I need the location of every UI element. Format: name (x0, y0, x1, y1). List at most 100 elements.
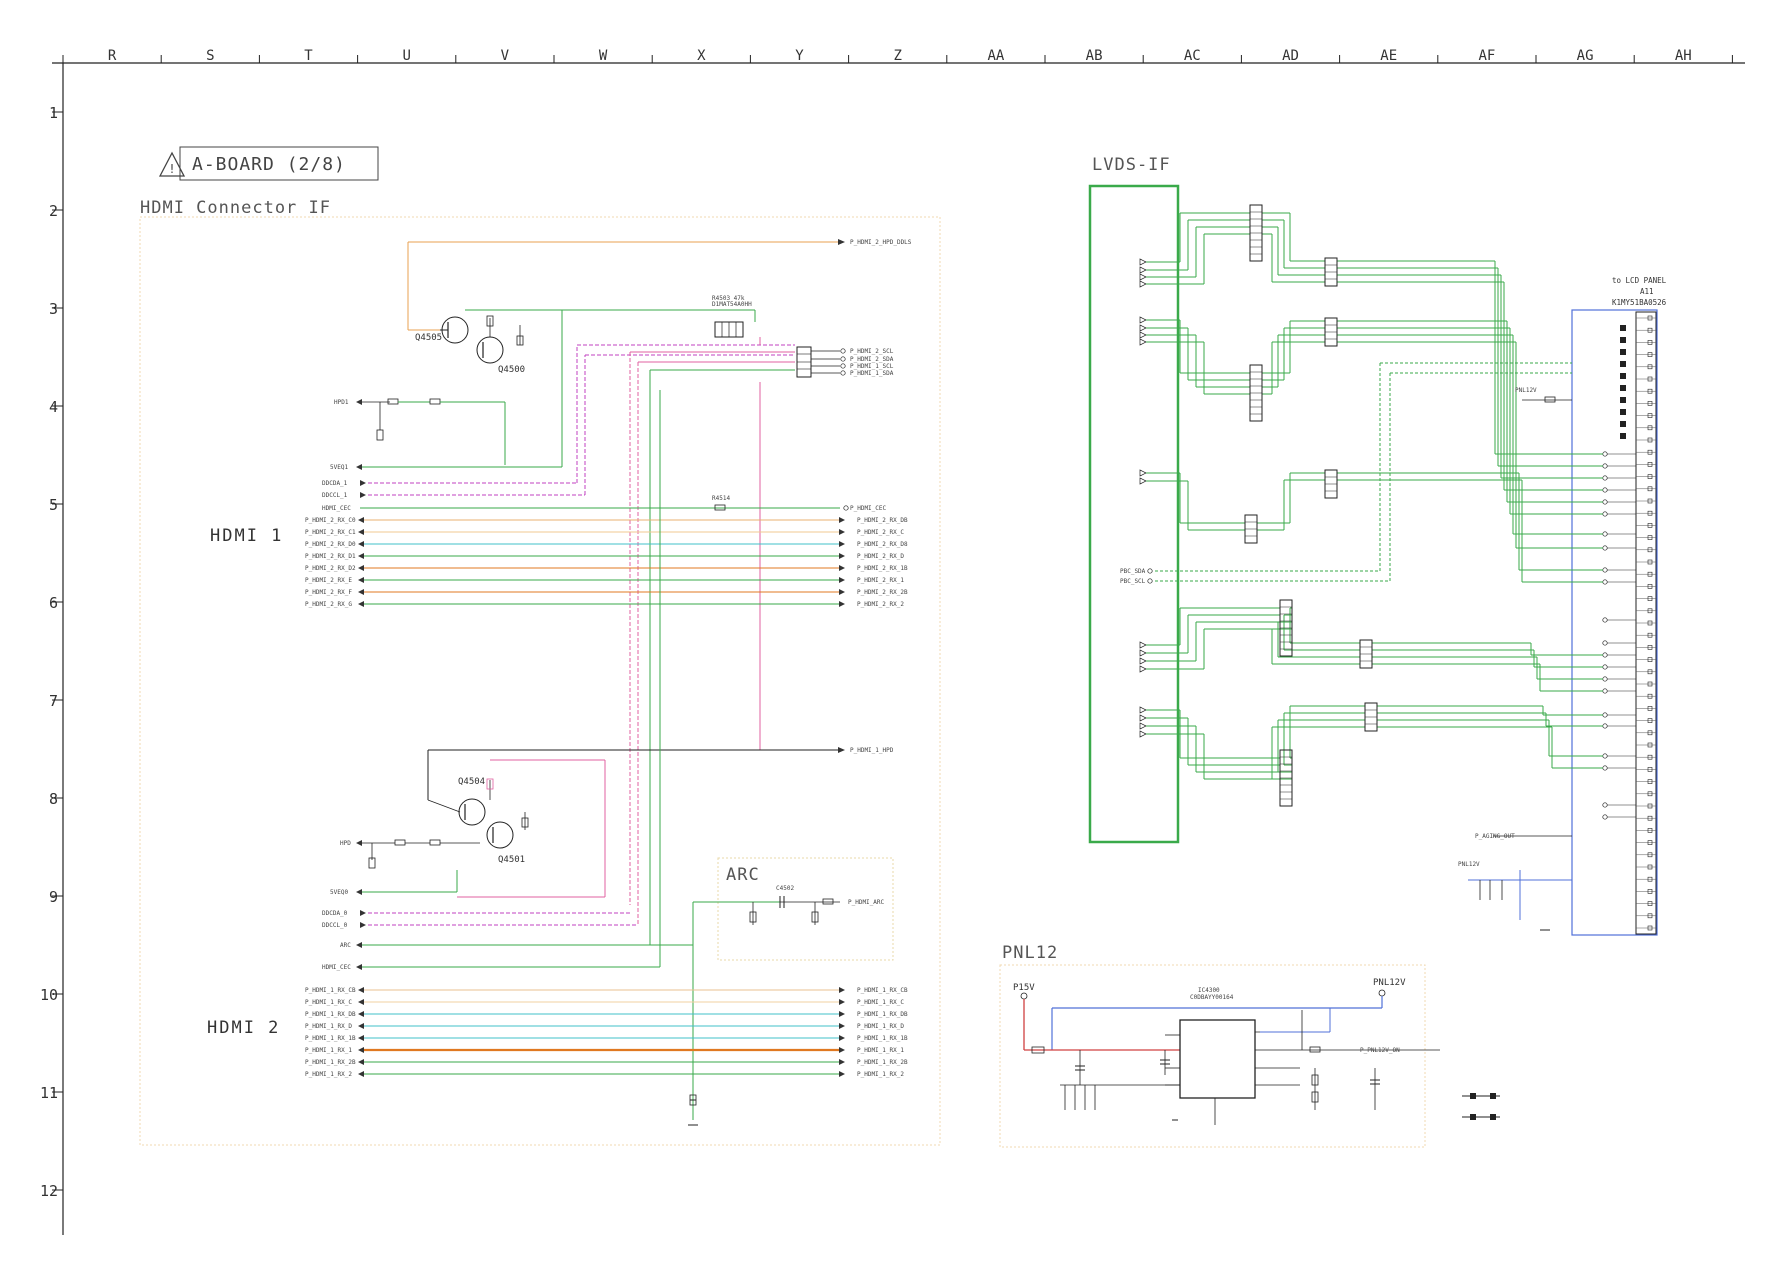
lcd-pin-marker (1620, 385, 1626, 391)
signal-arrow (358, 589, 364, 595)
signal-arrow (839, 999, 845, 1005)
signal-arrow (839, 565, 845, 571)
lcd-pin-pad (1647, 657, 1653, 662)
ic4300-label: IC4300 (1198, 987, 1220, 994)
ruler-column-label: AC (1184, 48, 1201, 64)
ruler-column-label: U (402, 48, 410, 64)
lcd-pin-pad (1647, 645, 1653, 650)
hdmi-signal-right: P_HDMI_2_RX_2 (857, 601, 904, 608)
lcd-pin-pad (1647, 437, 1653, 443)
test-point (1602, 723, 1608, 729)
test-point (1602, 511, 1608, 517)
hdmi-signal-right: P_HDMI_2_RX_DB (857, 517, 908, 524)
lcd-panel-connector (1571, 309, 1658, 936)
signal-arrow (358, 529, 364, 535)
test-point (1602, 712, 1608, 718)
lcd-pin-pad (1647, 364, 1653, 370)
test-point (1602, 475, 1608, 481)
lvds-section: LVDS-IF to LCD PANEL A11 K1MY51BA0526 PB… (1088, 155, 1667, 936)
q4505-label: Q4505 (415, 333, 442, 343)
ruler-column-label: AE (1380, 48, 1397, 64)
lcd-pin-pad (1647, 462, 1653, 467)
hdmi-signal-left: P_HDMI_2_RX_F (305, 589, 352, 596)
svg-text:5VEQ1: 5VEQ1 (330, 464, 348, 471)
lcd-pin-pad (1647, 571, 1653, 577)
hdmi2-label: HDMI 2 (207, 1018, 280, 1038)
lcd-pin-pad (1647, 828, 1653, 833)
lcd-pin-pad (1647, 754, 1653, 760)
ruler-column-label: AA (987, 48, 1004, 64)
svg-text:DDCCL_0: DDCCL_0 (322, 922, 348, 929)
ruler-row-label: 9 (49, 888, 58, 906)
lcd-pin-pad (1647, 584, 1653, 589)
svg-text:P_HDMI_1_HPD: P_HDMI_1_HPD (850, 747, 894, 754)
lcd-conn-label: A11 (1640, 287, 1654, 296)
lcd-pin-pad (1647, 925, 1653, 931)
lcd-pin-marker (1620, 397, 1626, 403)
test-point (1602, 676, 1608, 682)
lcd-pin-marker (1620, 373, 1626, 379)
hdmi-signal-right: P_HDMI_2_RX_1B (857, 565, 908, 572)
ruler-column-label: W (599, 48, 608, 64)
test-point (1602, 664, 1608, 670)
q4501-label: Q4501 (498, 855, 525, 865)
signal-arrow (839, 1035, 845, 1041)
ruler-column-label: AG (1577, 48, 1594, 64)
hdmi-signal-left: P_HDMI_2_RX_D2 (305, 565, 356, 572)
hdmi-signal-left: P_HDMI_1_RX_DB (305, 1011, 356, 1018)
lcd-pin-pad (1647, 901, 1653, 906)
lcd-pin-pad (1647, 913, 1653, 919)
test-point (1602, 617, 1608, 623)
svg-text:R4503 47k: R4503 47k (712, 295, 745, 302)
ruler-row-label: 8 (49, 790, 58, 808)
hdmi-signal-left: P_HDMI_1_RX_D (305, 1023, 352, 1030)
svg-text:P_HDMI_CEC: P_HDMI_CEC (850, 505, 887, 512)
hdmi-signal-right: P_HDMI_2_RX_C (857, 529, 904, 536)
lcd-pin-pad (1647, 620, 1653, 626)
hdmi-signal-left: P_HDMI_1_RX_CB (305, 987, 356, 994)
lcd-pin-marker (1620, 337, 1626, 343)
lcd-pin-pad (1647, 608, 1653, 614)
hdmi-signal-left: P_HDMI_1_RX_2B (305, 1059, 356, 1066)
svg-text:P_HDMI_1_SCL: P_HDMI_1_SCL (850, 363, 894, 370)
board-title: A-BOARD (2/8) (192, 154, 346, 175)
signal-arrow (839, 541, 845, 547)
hdmi-signal-left: P_HDMI_2_RX_C0 (305, 517, 356, 524)
test-point (1602, 499, 1608, 505)
test-point (1602, 579, 1608, 585)
hdmi-signal-right: P_HDMI_1_RX_1 (857, 1047, 904, 1054)
hdmi-signal-right: P_HDMI_2_RX_D (857, 553, 904, 560)
ruler-column-label: Z (893, 48, 901, 64)
hdmi-signal-left: P_HDMI_1_RX_2 (305, 1071, 352, 1078)
ruler-row-label: 6 (49, 594, 58, 612)
lcd-pin-pad (1647, 340, 1653, 345)
ruler-row-label: 4 (49, 398, 58, 416)
test-point (1602, 567, 1608, 573)
signal-arrow (839, 529, 845, 535)
lcd-pin-pad (1647, 425, 1653, 431)
arc-title: ARC (726, 865, 760, 885)
lcd-pin-pad (1647, 352, 1653, 357)
lcd-pin-pad (1647, 327, 1653, 333)
lcd-pin-pad (1647, 767, 1653, 772)
q4504-label: Q4504 (458, 777, 485, 787)
ic4300-part: C0DBAYY00164 (1190, 994, 1234, 1001)
q4500-transistor: Q4500 (476, 336, 525, 375)
hdmi-signal-right: P_HDMI_1_RX_C (857, 999, 904, 1006)
test-point (1602, 487, 1608, 493)
warning-icon (158, 151, 186, 177)
ruler-row-label: 3 (49, 300, 58, 318)
lcd-pin-pad (1647, 852, 1653, 858)
lcd-pin-pad (1647, 876, 1653, 882)
ruler-row-label: 7 (49, 692, 58, 710)
lcd-pin-pad (1647, 840, 1653, 845)
test-point (1602, 531, 1608, 537)
lcd-pin-pad (1647, 376, 1653, 382)
signal-arrow (839, 1071, 845, 1077)
p15v-label: P15V (1013, 983, 1035, 993)
lcd-pin-marker (1620, 361, 1626, 367)
lcd-pin-pad (1647, 449, 1653, 455)
